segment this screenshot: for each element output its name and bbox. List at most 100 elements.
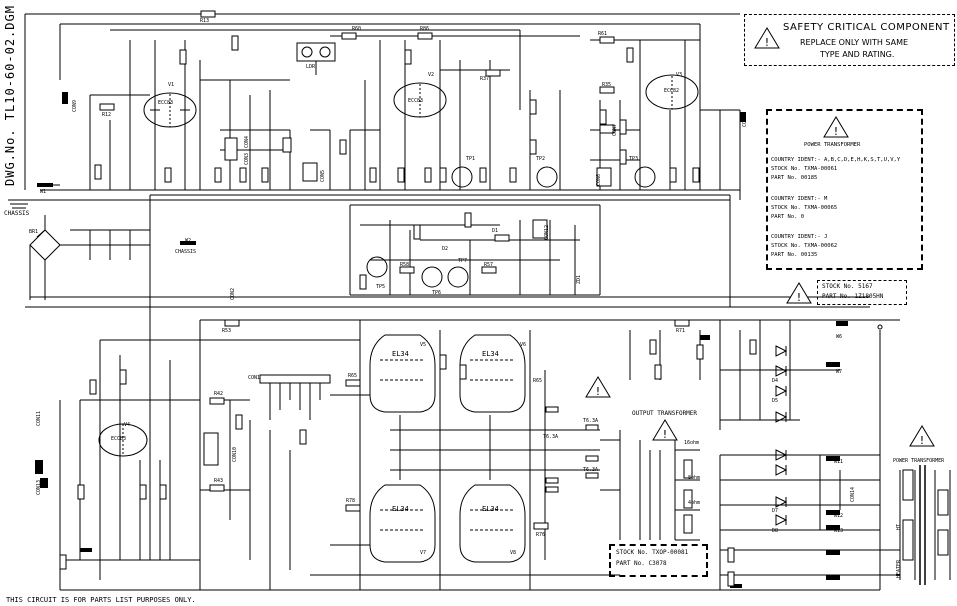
tp1-label: TP1 [466, 156, 476, 162]
ref-r71: R71 [676, 328, 686, 334]
safety-notice-box [744, 14, 955, 66]
stock-box-right-part: PART No. 1Z1805HN [822, 293, 884, 300]
tube-v6-ref: V6 [520, 342, 527, 348]
con12-label: CON12 [544, 224, 550, 240]
stock-box-right [817, 280, 907, 305]
tube-v5-ref: V5 [420, 342, 427, 348]
fuse-f3-rating: T6.3A [583, 467, 599, 473]
con1-label: CON1 [248, 375, 261, 381]
ref-r13: R13 [200, 18, 210, 24]
d4-label: D4 [772, 378, 779, 384]
ref-r37: R37 [480, 76, 490, 82]
pt-group2-part: PART No. 0 [771, 214, 805, 220]
power-transformer-title: POWER TRANSFORMER [804, 142, 861, 148]
tube-v4-type: ECC83 [111, 436, 127, 442]
con14-label: CON14 [850, 486, 856, 502]
pt-group3-country: COUNTRY IDENT:- J [771, 234, 828, 240]
con8-label: CON8 [742, 114, 748, 127]
d7-label: D7 [772, 508, 779, 514]
con4-label: CON4 [244, 135, 250, 148]
con11-label: CON11 [36, 410, 42, 426]
ldr-label: LDR [306, 64, 316, 70]
ohm-16-label: 16ohm [684, 440, 700, 446]
con10-label: CON10 [232, 446, 238, 462]
tube-v1-ref: V1 [168, 82, 175, 88]
ref-r4: R42 [214, 391, 224, 397]
con3-label: CON3 [244, 152, 250, 165]
tube-v1-type: ECC83 [158, 100, 174, 106]
stock-box-right-stock: STOCK No. 5167 [822, 283, 873, 290]
tube-v7-type: EL34 [392, 505, 409, 513]
ohm-4-label: 4ohm [688, 500, 701, 506]
tube-v6-type: EL34 [482, 350, 499, 358]
w6-label: W6 [836, 334, 843, 340]
zd1-label: ZD1 [576, 274, 582, 284]
con13-label: CON13 [36, 479, 42, 495]
output-transformer-part: PART No. C3078 [616, 560, 667, 567]
br1-label: BR1 [29, 229, 39, 235]
svg-text:!: ! [920, 434, 924, 447]
con6-label: CON6 [596, 173, 602, 186]
tp6-label: TP6 [432, 290, 442, 296]
ref-r12: R12 [102, 112, 112, 118]
tp5-label: TP5 [376, 284, 386, 290]
fuse-f2-rating: T6.3A [543, 434, 559, 440]
tube-v8-type: EL34 [482, 505, 499, 513]
tube-v4-ref: V4 [124, 422, 131, 428]
ref-r35: R35 [602, 82, 612, 88]
safety-notice-title: SAFETY CRITICAL COMPONENT [783, 22, 950, 33]
ref-r57: R57 [484, 262, 494, 268]
footer-note: THIS CIRCUIT IS FOR PARTS LIST PURPOSES … [6, 596, 196, 604]
power-transformer-label: POWER TRANSFORMER [893, 458, 945, 464]
heater-label: HEATER [896, 559, 902, 578]
svg-text:!: ! [797, 291, 801, 304]
tp3-label: TP3 [629, 156, 639, 162]
ref-r76: R76 [536, 532, 546, 538]
con9-label: CON9 [72, 99, 78, 112]
output-transformer-stock: STOCK No. TXOP-00081 [616, 549, 689, 556]
ref-r7: R65 [348, 373, 358, 379]
tube-v3-type: ECC82 [664, 88, 680, 94]
con7-label: CON7 [612, 123, 618, 136]
w2-label: W2 [185, 238, 192, 244]
svg-text:!: ! [663, 428, 667, 441]
ref-r60: R60 [352, 26, 362, 32]
ohm-8-label: 8ohm [688, 475, 701, 481]
w11-label: W11 [834, 459, 844, 465]
d8-label: D8 [772, 528, 779, 534]
con5-label: CON5 [320, 169, 326, 182]
tube-v7-ref: V7 [420, 550, 427, 556]
output-transformer-stock-box [609, 544, 708, 577]
d2-label: D2 [442, 246, 449, 252]
pt-group2-country: COUNTRY IDENT:- M [771, 196, 828, 202]
tube-v2-ref: V2 [428, 72, 435, 78]
chassis-label-left: CHASSIS [4, 210, 30, 217]
pt-group1-part: PART No. 00185 [771, 175, 818, 181]
pt-group3-part: PART No. 00135 [771, 252, 818, 258]
chassis-label-mid: CHASSIS [175, 249, 197, 255]
power-transformer-box [766, 109, 923, 270]
pt-group1-stock: STOCK No. TXMA-00061 [771, 166, 838, 172]
pt-group2-stock: STOCK No. TXMA-00065 [771, 205, 838, 211]
w1-label: W1 [40, 189, 47, 195]
ref-r53: R53 [222, 328, 232, 334]
d1-label: D1 [492, 228, 499, 234]
w7-label: W7 [836, 369, 843, 375]
tp2-label: TP2 [536, 156, 546, 162]
tube-v8-ref: V8 [510, 550, 517, 556]
ref-r86: R86 [420, 26, 430, 32]
tp7-label: TP7 [458, 258, 468, 264]
tube-v2-type: ECC83 [408, 98, 424, 104]
d5-label: D5 [772, 398, 779, 404]
drawing-number: DWG.No. TL10-60-02.DGM [3, 5, 17, 186]
w13-label: W13 [834, 528, 844, 534]
pt-group1-country: COUNTRY IDENT:- A,B,C,D,E,H,K,S,T,U,V,Y [771, 157, 901, 163]
safety-notice-line2: TYPE AND RATING. [820, 50, 895, 59]
safety-notice-line1: REPLACE ONLY WITH SAME [800, 38, 909, 47]
tube-v5-type: EL34 [392, 350, 409, 358]
pt-group3-stock: STOCK No. TXMA-00062 [771, 243, 838, 249]
output-transformer-label: OUTPUT TRANSFORMER [632, 410, 698, 417]
ref-r5: R43 [214, 478, 224, 484]
con2-label: CON2 [230, 287, 236, 300]
